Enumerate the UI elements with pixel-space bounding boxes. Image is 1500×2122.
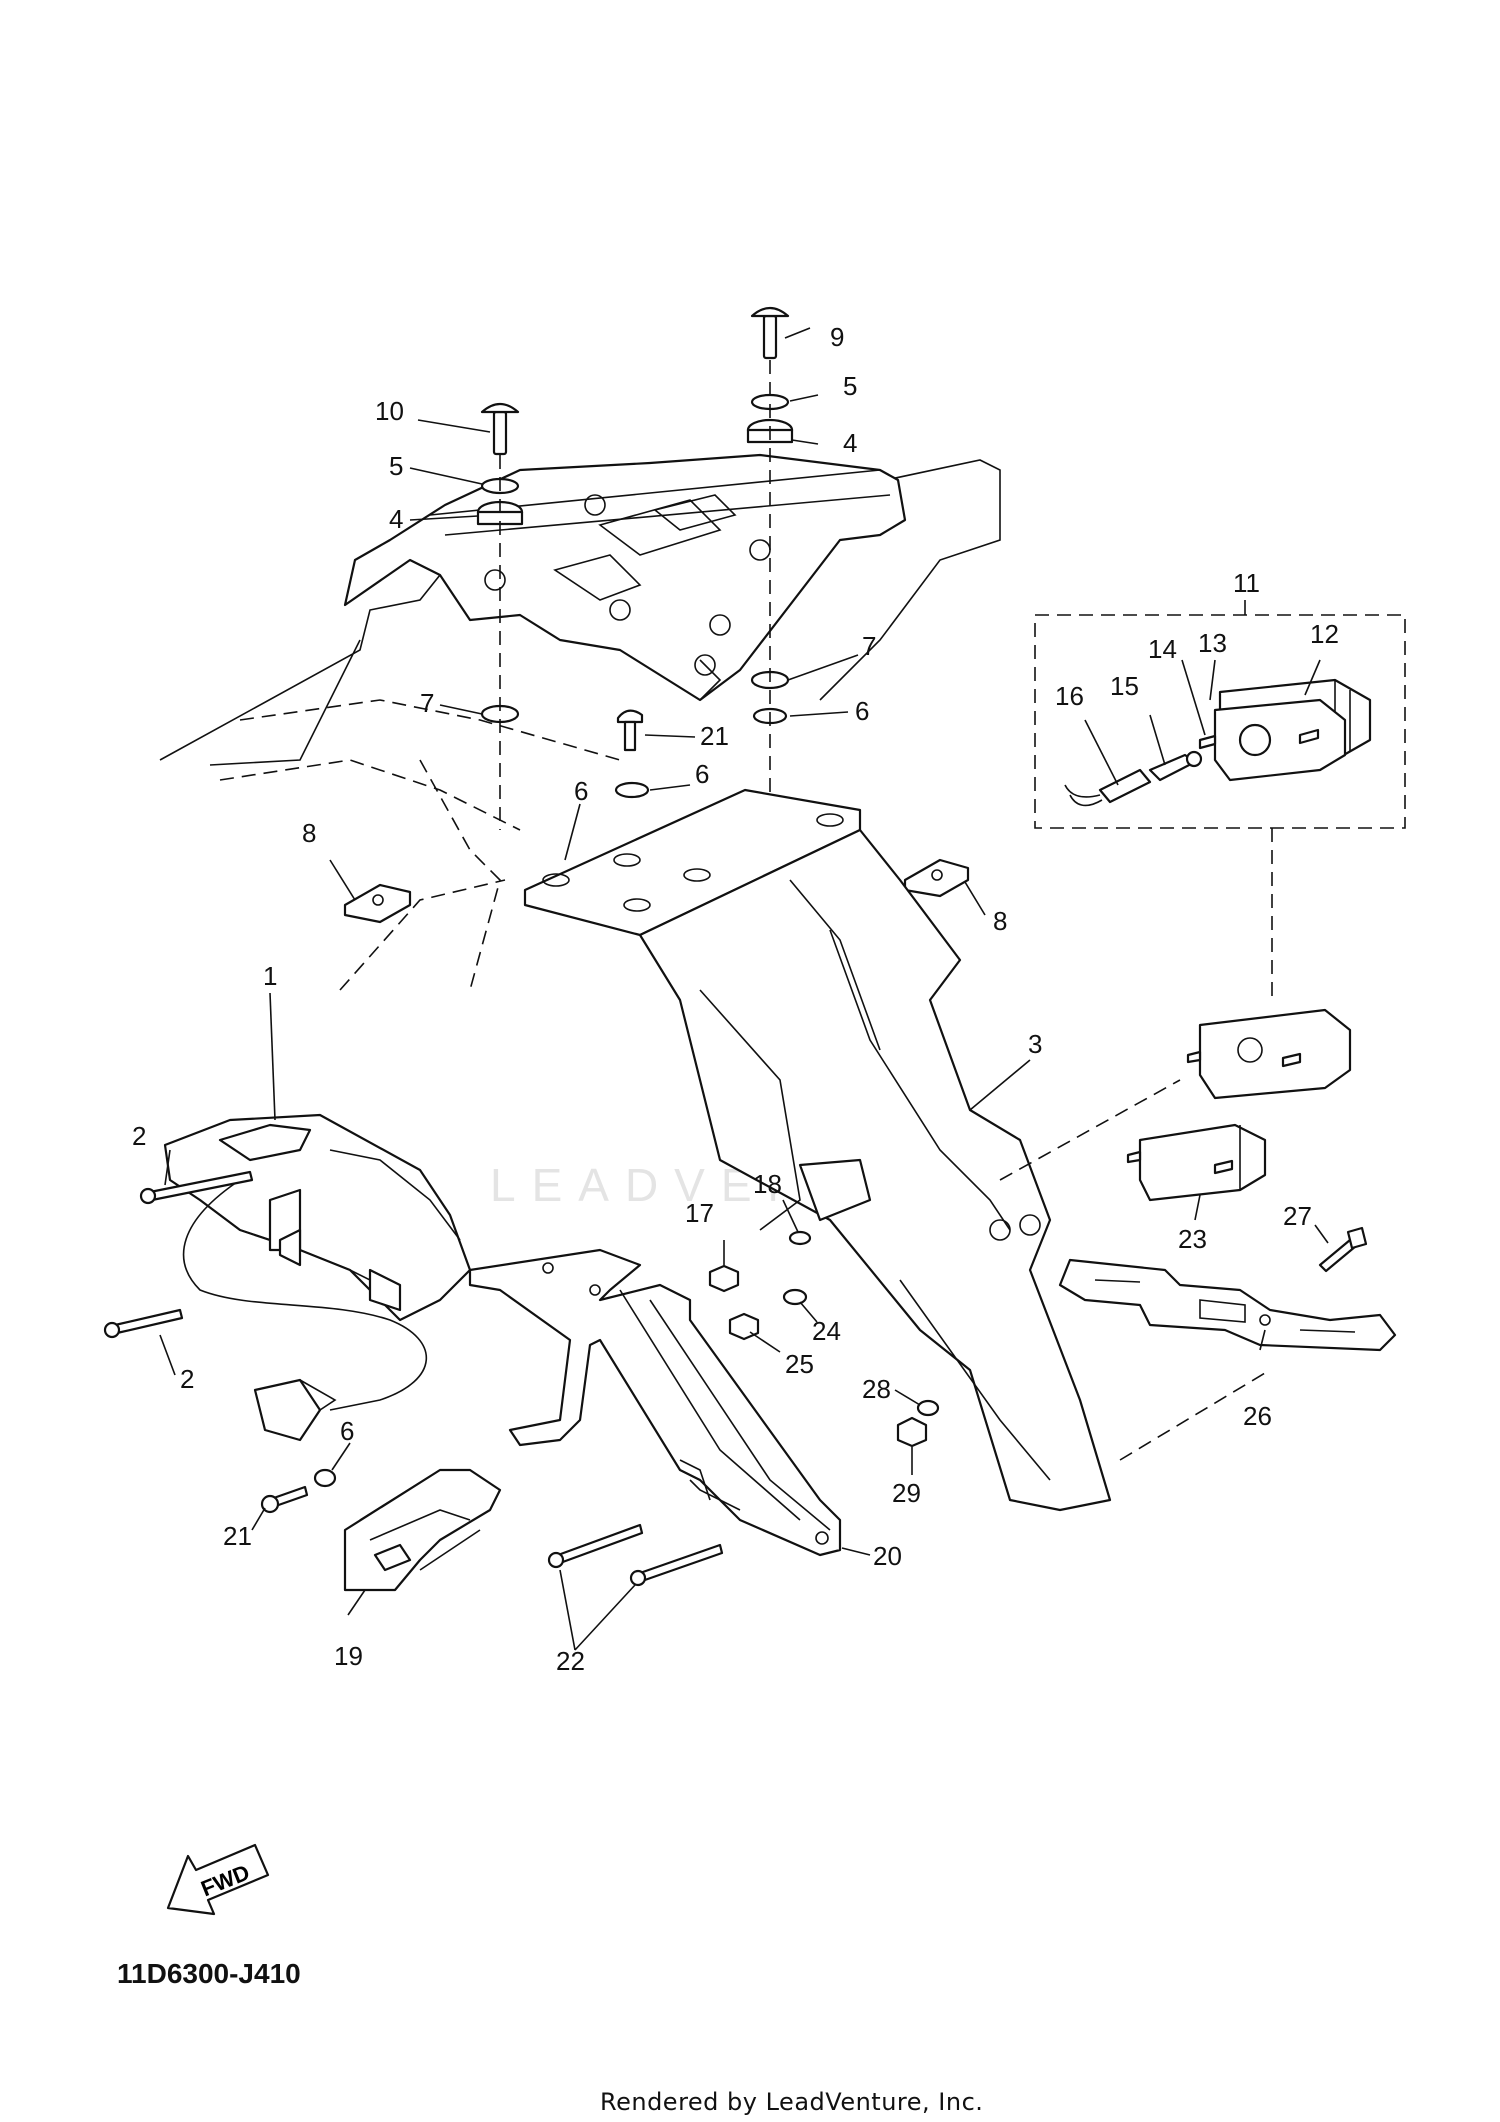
clip-nut-right	[903, 858, 970, 898]
callout-c27: 27	[1283, 1201, 1312, 1231]
callout-c8a: 8	[302, 818, 316, 848]
callout-c2b: 2	[180, 1364, 194, 1394]
leader-lines	[159, 327, 1329, 1651]
bulb	[1148, 750, 1203, 782]
left-mount-stack	[476, 402, 524, 830]
bolt-27	[1318, 1226, 1368, 1273]
callout-c4b: 4	[843, 428, 857, 458]
washer-6-lower	[313, 1468, 337, 1488]
clip-nut-left	[343, 883, 412, 924]
reflector-23	[1126, 1123, 1267, 1202]
callout-c25: 25	[785, 1349, 814, 1379]
screw-2-lower	[103, 1308, 184, 1339]
callout-c5b: 5	[843, 371, 857, 401]
callout-c6c: 6	[855, 696, 869, 726]
screw-21-lower	[260, 1485, 309, 1514]
license-light-kit-box	[1034, 600, 1406, 998]
washer-28	[916, 1399, 940, 1417]
callout-c8b: 8	[993, 906, 1007, 936]
washer-24	[782, 1288, 808, 1306]
plate-bracket-26	[1058, 1258, 1397, 1352]
fwd-arrow: FWD	[166, 1843, 270, 1916]
callout-c7b: 7	[862, 631, 876, 661]
callout-c12: 12	[1310, 619, 1339, 649]
callout-c17: 17	[685, 1198, 714, 1228]
render-credit: Rendered by LeadVenture, Inc.	[600, 2088, 984, 2116]
callout-c21a: 21	[700, 721, 729, 751]
callout-c6b: 6	[695, 759, 709, 789]
nut-17	[708, 1264, 740, 1293]
kit-label: 11	[1233, 568, 1260, 598]
callout-c1: 1	[263, 961, 277, 991]
screw-21-upper	[616, 709, 644, 752]
callout-c21b: 21	[223, 1521, 252, 1551]
callout-c24: 24	[812, 1316, 841, 1346]
callout-c26: 26	[1243, 1401, 1272, 1431]
callout-c29: 29	[892, 1478, 921, 1508]
license-bracket-main	[523, 788, 1112, 1512]
nut-29	[896, 1416, 928, 1448]
lower-bracket-20	[468, 1248, 842, 1557]
bolts-22	[547, 1523, 724, 1587]
callout-c22: 22	[556, 1646, 585, 1676]
callout-c6d: 6	[340, 1416, 354, 1446]
callout-c28: 28	[862, 1374, 891, 1404]
washer-6-upper	[614, 781, 650, 799]
callout-c15: 15	[1110, 671, 1139, 701]
right-mount-stack	[746, 306, 794, 800]
diagram-code: 11D6300-J410	[117, 1958, 301, 1989]
cover-19	[343, 1468, 502, 1592]
tail-light-assembly	[163, 1113, 472, 1442]
callout-c2a: 2	[132, 1121, 146, 1151]
callout-c14: 14	[1148, 634, 1177, 664]
washer-18	[788, 1230, 812, 1246]
callout-c4a: 4	[389, 504, 403, 534]
callout-c16: 16	[1055, 681, 1084, 711]
callout-c3: 3	[1028, 1029, 1042, 1059]
callout-c18: 18	[753, 1169, 782, 1199]
license-light-housing-installed	[1186, 1008, 1352, 1100]
callout-c13: 13	[1198, 628, 1227, 658]
callout-c23: 23	[1178, 1224, 1207, 1254]
callout-c7a: 7	[420, 688, 434, 718]
callout-c10: 10	[375, 396, 404, 426]
bulb-socket	[1064, 768, 1152, 807]
screw-2-upper	[139, 1170, 254, 1205]
callout-c9: 9	[830, 322, 844, 352]
callout-c19: 19	[334, 1641, 363, 1671]
callout-c5a: 5	[389, 451, 403, 481]
license-light-housing	[1198, 698, 1347, 782]
callout-c20: 20	[873, 1541, 902, 1571]
callout-c6a: 6	[574, 776, 588, 806]
callout-numbers: 11 1 2 2 3 4 4 5 5 6 6 6 6 7 7 8 8 9 10 …	[132, 322, 1339, 1676]
